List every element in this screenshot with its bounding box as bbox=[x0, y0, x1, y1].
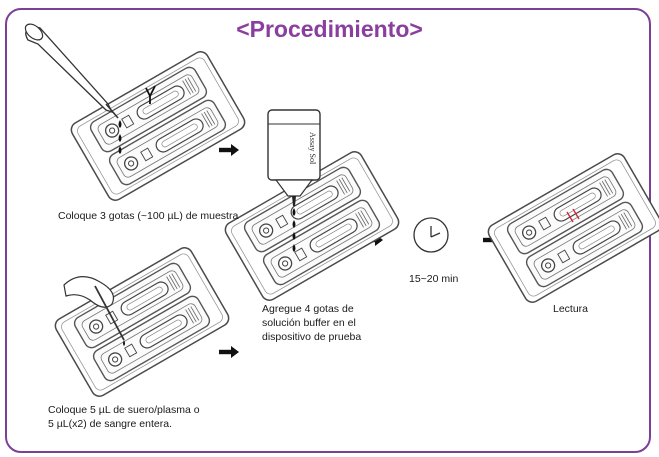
step1-alt-caption-line2: 5 µL(x2) de sangre entera. bbox=[48, 418, 172, 430]
step1-device bbox=[68, 49, 247, 203]
step1-caption: Coloque 3 gotas (~100 µL) de muestra bbox=[58, 210, 239, 222]
reading-caption: Lectura bbox=[553, 303, 589, 315]
drop-icon bbox=[118, 120, 122, 154]
procedure-title: <Procedimiento> bbox=[236, 16, 423, 42]
clock-icon bbox=[413, 217, 449, 253]
drop-count-mark bbox=[145, 85, 156, 104]
pipette-icon bbox=[24, 23, 119, 119]
result-device bbox=[485, 151, 659, 305]
bottle-label: Assay Sol bbox=[308, 132, 317, 165]
step1-alt-caption-line1: Coloque 5 µL de suero/plasma o bbox=[48, 404, 200, 416]
drop-icon bbox=[292, 208, 296, 252]
result-line-icon bbox=[566, 208, 580, 223]
step2-caption-line3: dispositivo de prueba bbox=[262, 331, 362, 343]
timer-caption: 15~20 min bbox=[409, 273, 459, 285]
arrow-icon bbox=[219, 144, 239, 156]
step1-alt-device bbox=[52, 245, 231, 399]
finger-icon bbox=[63, 276, 125, 346]
arrow-icon bbox=[219, 346, 239, 358]
step2-caption-line2: solución buffer en el bbox=[262, 317, 356, 329]
step2-caption-line1: Agregue 4 gotas de bbox=[262, 303, 354, 315]
buffer-bottle-icon: Assay Sol bbox=[267, 109, 321, 206]
